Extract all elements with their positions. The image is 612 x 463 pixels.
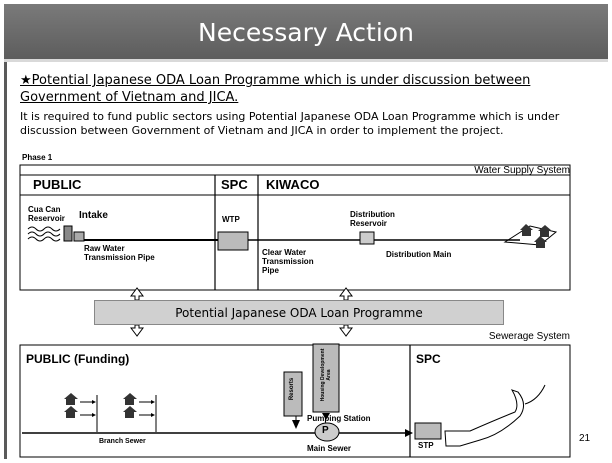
housing-box-icon	[312, 343, 340, 413]
raw-water-label: Raw Water Transmission Pipe	[84, 244, 155, 262]
sewerage-label: Sewerage System	[488, 331, 570, 342]
distribution-main-label: Distribution Main	[386, 250, 452, 259]
intake-tower-icon	[63, 225, 85, 242]
stp-label: STP	[418, 441, 434, 450]
phase-label: Phase 1	[22, 153, 53, 162]
sewerage-box	[19, 344, 571, 458]
wtp-box-icon	[217, 231, 249, 251]
pumping-station-label: Pumping Station	[307, 414, 371, 423]
housing-label: Housing Development Area	[320, 348, 332, 402]
kiwaco-section-label: KIWACO	[266, 177, 320, 192]
public-section-label: PUBLIC	[33, 177, 82, 192]
arrow-down-left-icon	[130, 324, 144, 337]
distribution-reservoir-icon	[359, 231, 375, 245]
intake-label: Intake	[79, 210, 108, 221]
spc-sewerage-label: SPC	[416, 352, 441, 366]
public-funding-label: PUBLIC (Funding)	[26, 352, 130, 366]
water-supply-box	[19, 164, 571, 291]
clear-water-label: Clear Water Transmission Pipe	[262, 248, 314, 275]
page-number: 21	[579, 433, 591, 444]
wtp-label: WTP	[222, 215, 240, 224]
reservoir-waves-icon	[27, 226, 61, 242]
branch-houses-icon	[64, 393, 137, 418]
houses-icon	[503, 224, 558, 248]
pump-symbol: P	[322, 425, 329, 436]
body-text: It is required to fund public sectors us…	[20, 110, 560, 137]
title-bar: Necessary Action	[4, 4, 608, 62]
slide-frame-left	[4, 4, 7, 459]
distribution-reservoir-label: Distribution Reservoir	[350, 210, 395, 228]
branch-sewer-label: Branch Sewer	[99, 438, 146, 445]
heading: ★Potential Japanese ODA Loan Programme w…	[20, 73, 531, 105]
main-sewer-label: Main Sewer	[307, 444, 352, 453]
spc-section-label: SPC	[221, 177, 248, 192]
arrow-down-right-icon	[339, 324, 353, 337]
river-icon	[444, 389, 524, 447]
water-supply-label: Water Supply System	[474, 165, 570, 176]
oda-loan-box: Potential Japanese ODA Loan Programme	[94, 300, 504, 325]
resorts-label: Resorts	[289, 377, 296, 401]
page-title: Necessary Action	[198, 18, 414, 47]
stp-box-icon	[414, 422, 442, 440]
resorts-box-icon	[283, 371, 303, 417]
reservoir-label: Cua Can Reservoir	[28, 205, 65, 223]
pump-icon	[314, 422, 340, 442]
